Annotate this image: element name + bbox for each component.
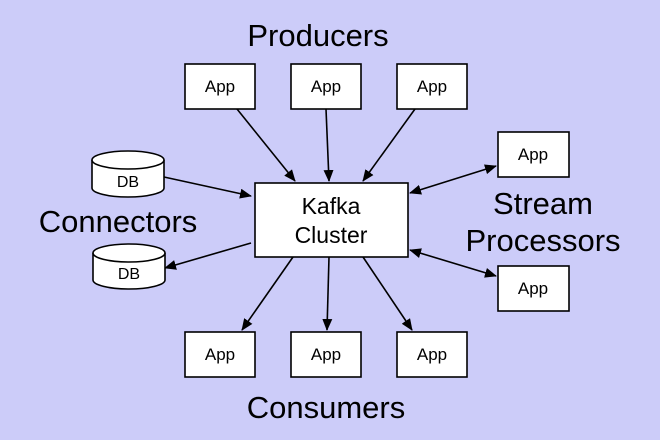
consumer-app-3-label: App	[417, 345, 447, 364]
kafka-cluster: Kafka Cluster	[254, 182, 409, 258]
producer-app-1-label: App	[205, 77, 235, 96]
edge-producer-2	[323, 108, 334, 182]
edge-stream-processor-1	[409, 164, 497, 195]
edge-consumer-3	[362, 256, 413, 331]
kafka-cluster-label-line2: Cluster	[295, 222, 368, 248]
stream-processor-app-2: App	[497, 265, 570, 312]
producer-app-2-label: App	[311, 77, 341, 96]
edge-connector-db-1	[163, 176, 252, 199]
edge-stream-processor-2	[409, 248, 497, 278]
consumers-label: Consumers	[247, 390, 406, 425]
producer-app-3: App	[396, 63, 468, 110]
connector-db-2-label: DB	[118, 266, 140, 283]
connector-db-1: DB	[91, 150, 165, 198]
stream-processor-app-2-label: App	[518, 279, 548, 298]
producer-app-3-label: App	[417, 77, 447, 96]
consumer-app-1-label: App	[205, 345, 235, 364]
consumer-app-1: App	[184, 331, 256, 378]
connector-db-2: DB	[92, 243, 166, 290]
kafka-cluster-label-line1: Kafka	[302, 193, 361, 219]
producer-app-1: App	[184, 63, 256, 110]
edge-producer-1	[236, 108, 296, 182]
stream-processor-app-1-label: App	[518, 145, 548, 164]
edge-connector-db-2	[164, 242, 252, 270]
stream-processors-label-line1: Stream	[493, 186, 593, 221]
edge-producer-3	[362, 108, 416, 182]
consumer-app-2-label: App	[311, 345, 341, 364]
edge-consumer-1	[241, 256, 294, 331]
connector-db-1-label: DB	[117, 174, 139, 191]
consumer-app-2: App	[290, 331, 362, 378]
connectors-label: Connectors	[39, 204, 198, 239]
stream-processors-label-line2: Processors	[465, 223, 620, 258]
edge-consumer-2	[322, 256, 333, 331]
producer-app-2: App	[290, 63, 362, 110]
stream-processor-app-1: App	[497, 131, 570, 178]
producers-label: Producers	[247, 18, 388, 53]
consumer-app-3: App	[396, 331, 468, 378]
